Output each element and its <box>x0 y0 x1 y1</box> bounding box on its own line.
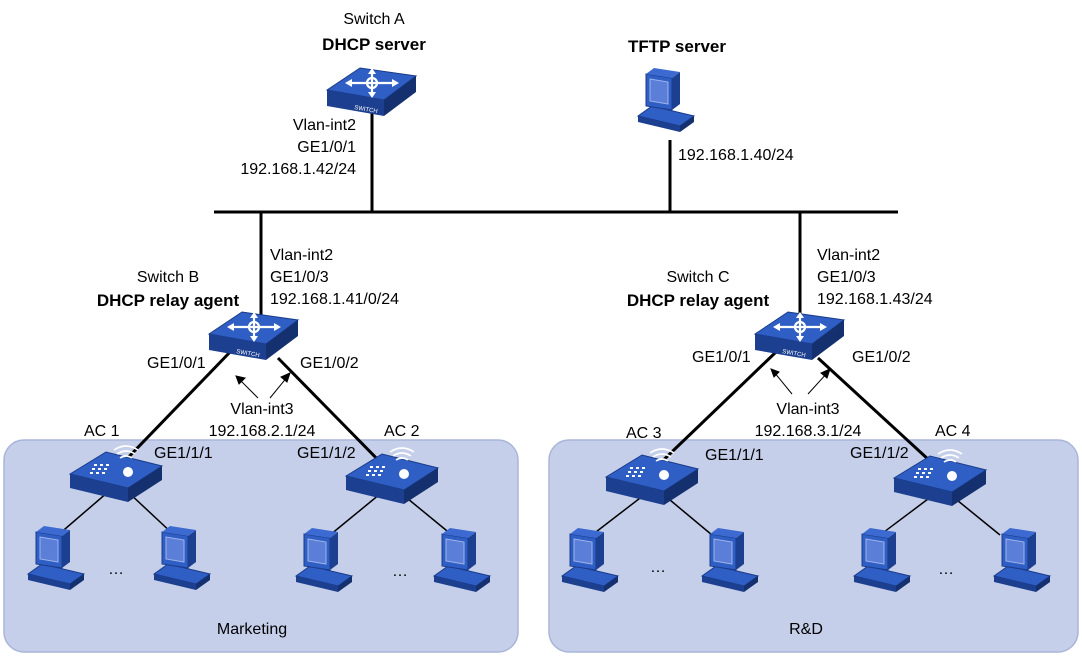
ellipsis: … <box>392 563 408 580</box>
vlan-arrows <box>235 368 831 399</box>
switch-c-downlink-vlan: Vlan-int3 <box>776 401 839 418</box>
tftp-server-icon <box>637 67 695 133</box>
switch-c-port-right: GE1/0/2 <box>852 349 911 366</box>
ac4-port: GE1/1/2 <box>850 445 909 462</box>
switch-c-port-left: GE1/0/1 <box>692 349 751 366</box>
ac2-port: GE1/1/2 <box>297 445 356 462</box>
switch-a-icon <box>325 66 418 118</box>
tftp-role: TFTP server <box>628 37 726 56</box>
switch-b-name: Switch B <box>137 269 199 286</box>
link-b-ac2 <box>276 356 390 472</box>
pc-links <box>57 491 1001 536</box>
labels: Switch A DHCP server Vlan-int2 GE1/0/1 1… <box>84 11 971 638</box>
ac1-name: AC 1 <box>84 423 120 440</box>
switch-b-uplink-ip: 192.168.1.41/0/24 <box>270 291 399 308</box>
link-c-ac3 <box>651 350 778 472</box>
switch-c-uplink-vlan: Vlan-int2 <box>817 247 880 264</box>
switch-b-uplink-vlan: Vlan-int2 <box>270 247 333 264</box>
switch-c-uplink-port: GE1/0/3 <box>817 269 876 286</box>
area-marketing-label: Marketing <box>217 621 287 638</box>
links <box>116 110 944 474</box>
switch-b-icon <box>207 310 300 362</box>
switch-b-uplink-port: GE1/0/3 <box>270 269 329 286</box>
ac3-port: GE1/1/1 <box>705 447 764 464</box>
switch-c-downlink-ip: 192.168.3.1/24 <box>755 423 862 440</box>
ac4-name: AC 4 <box>935 423 971 440</box>
switch-b-port-left: GE1/0/1 <box>147 355 206 372</box>
switch-a-role: DHCP server <box>322 35 426 54</box>
tftp-ip: 192.168.1.40/24 <box>678 147 794 164</box>
switch-b-downlink-ip: 192.168.2.1/24 <box>209 423 316 440</box>
switch-a-port: GE1/0/1 <box>297 139 356 156</box>
ac2-name: AC 2 <box>384 423 420 440</box>
ac3-name: AC 3 <box>626 425 662 442</box>
switch-a-vlan: Vlan-int2 <box>293 117 356 134</box>
link-b-ac1 <box>116 348 234 470</box>
switch-c-name: Switch C <box>666 269 729 286</box>
switch-a-name: Switch A <box>343 11 405 28</box>
switch-c-icon <box>753 310 846 362</box>
link-c-ac4 <box>816 356 944 474</box>
switch-b-role: DHCP relay agent <box>97 291 240 310</box>
ellipsis: … <box>938 561 954 578</box>
ellipsis: … <box>650 559 666 576</box>
switch-b-port-right: GE1/0/2 <box>300 355 359 372</box>
switch-c-role: DHCP relay agent <box>627 291 770 310</box>
ellipsis: … <box>108 561 124 578</box>
area-rnd-label: R&D <box>789 621 823 638</box>
ac1-port: GE1/1/1 <box>154 445 213 462</box>
switch-b-downlink-vlan: Vlan-int3 <box>230 401 293 418</box>
switch-a-ip: 192.168.1.42/24 <box>240 161 356 178</box>
switch-c-uplink-ip: 192.168.1.43/24 <box>817 291 933 308</box>
